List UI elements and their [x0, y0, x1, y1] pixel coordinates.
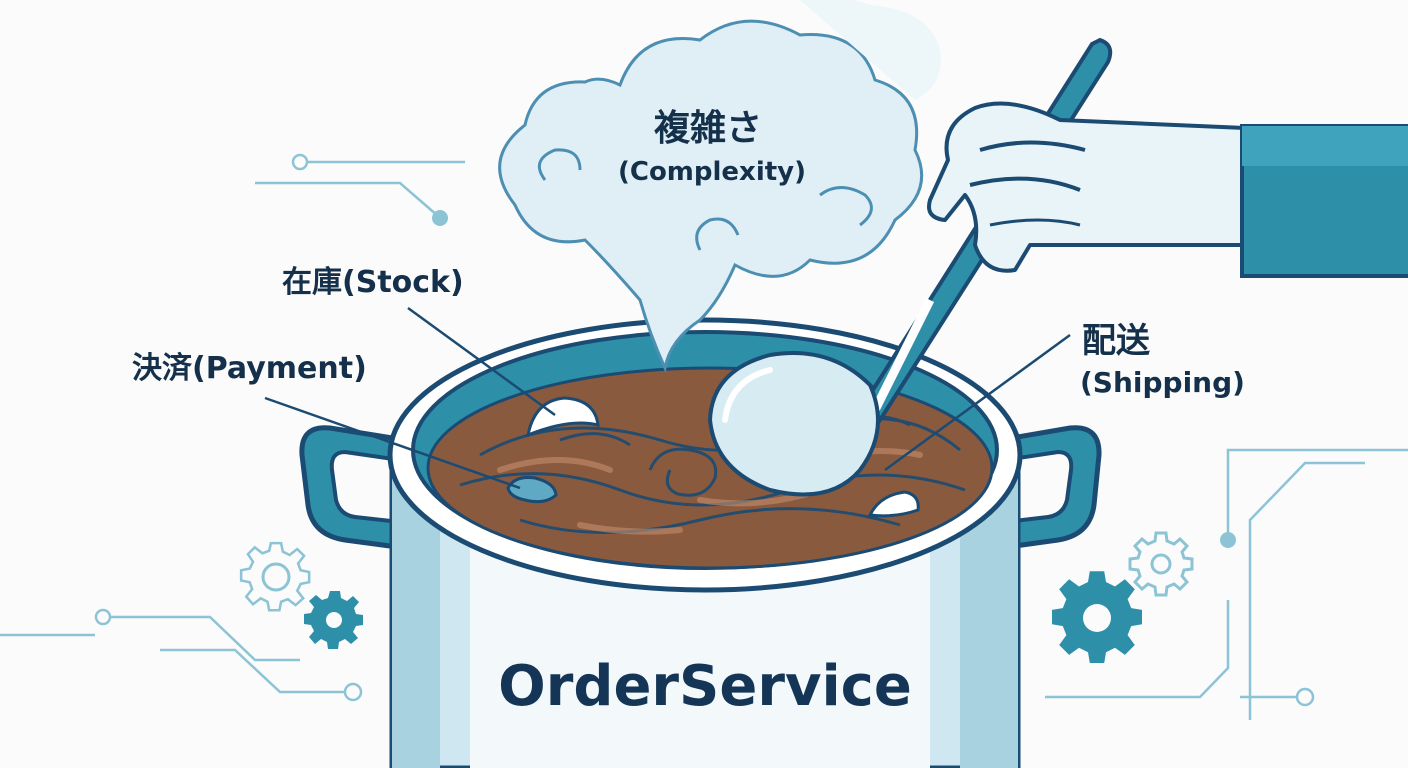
label-shipping-subtitle: (Shipping) [1080, 366, 1245, 399]
steam-subtitle: (Complexity) [618, 157, 806, 187]
shipping-ingredient [867, 490, 920, 518]
label-shipping-title: 配送 [1082, 321, 1150, 361]
gear-icon [239, 541, 311, 612]
gear-icon [1052, 571, 1142, 663]
label-payment: 決済(Payment) [132, 351, 367, 386]
gear-icon [1128, 531, 1194, 597]
steam-cloud [498, 0, 941, 374]
pot-name: OrderService [498, 654, 912, 719]
pot [299, 317, 1102, 768]
circuit-lines-right [1045, 448, 1408, 720]
label-stock: 在庫(Stock) [282, 265, 464, 300]
payment-ingredient [506, 476, 558, 504]
circuit-lines-left [0, 153, 465, 702]
steam-title: 複雑さ [654, 108, 762, 149]
gear-icon [304, 591, 363, 649]
hand [927, 101, 1408, 278]
leader-lines [264, 306, 1071, 490]
